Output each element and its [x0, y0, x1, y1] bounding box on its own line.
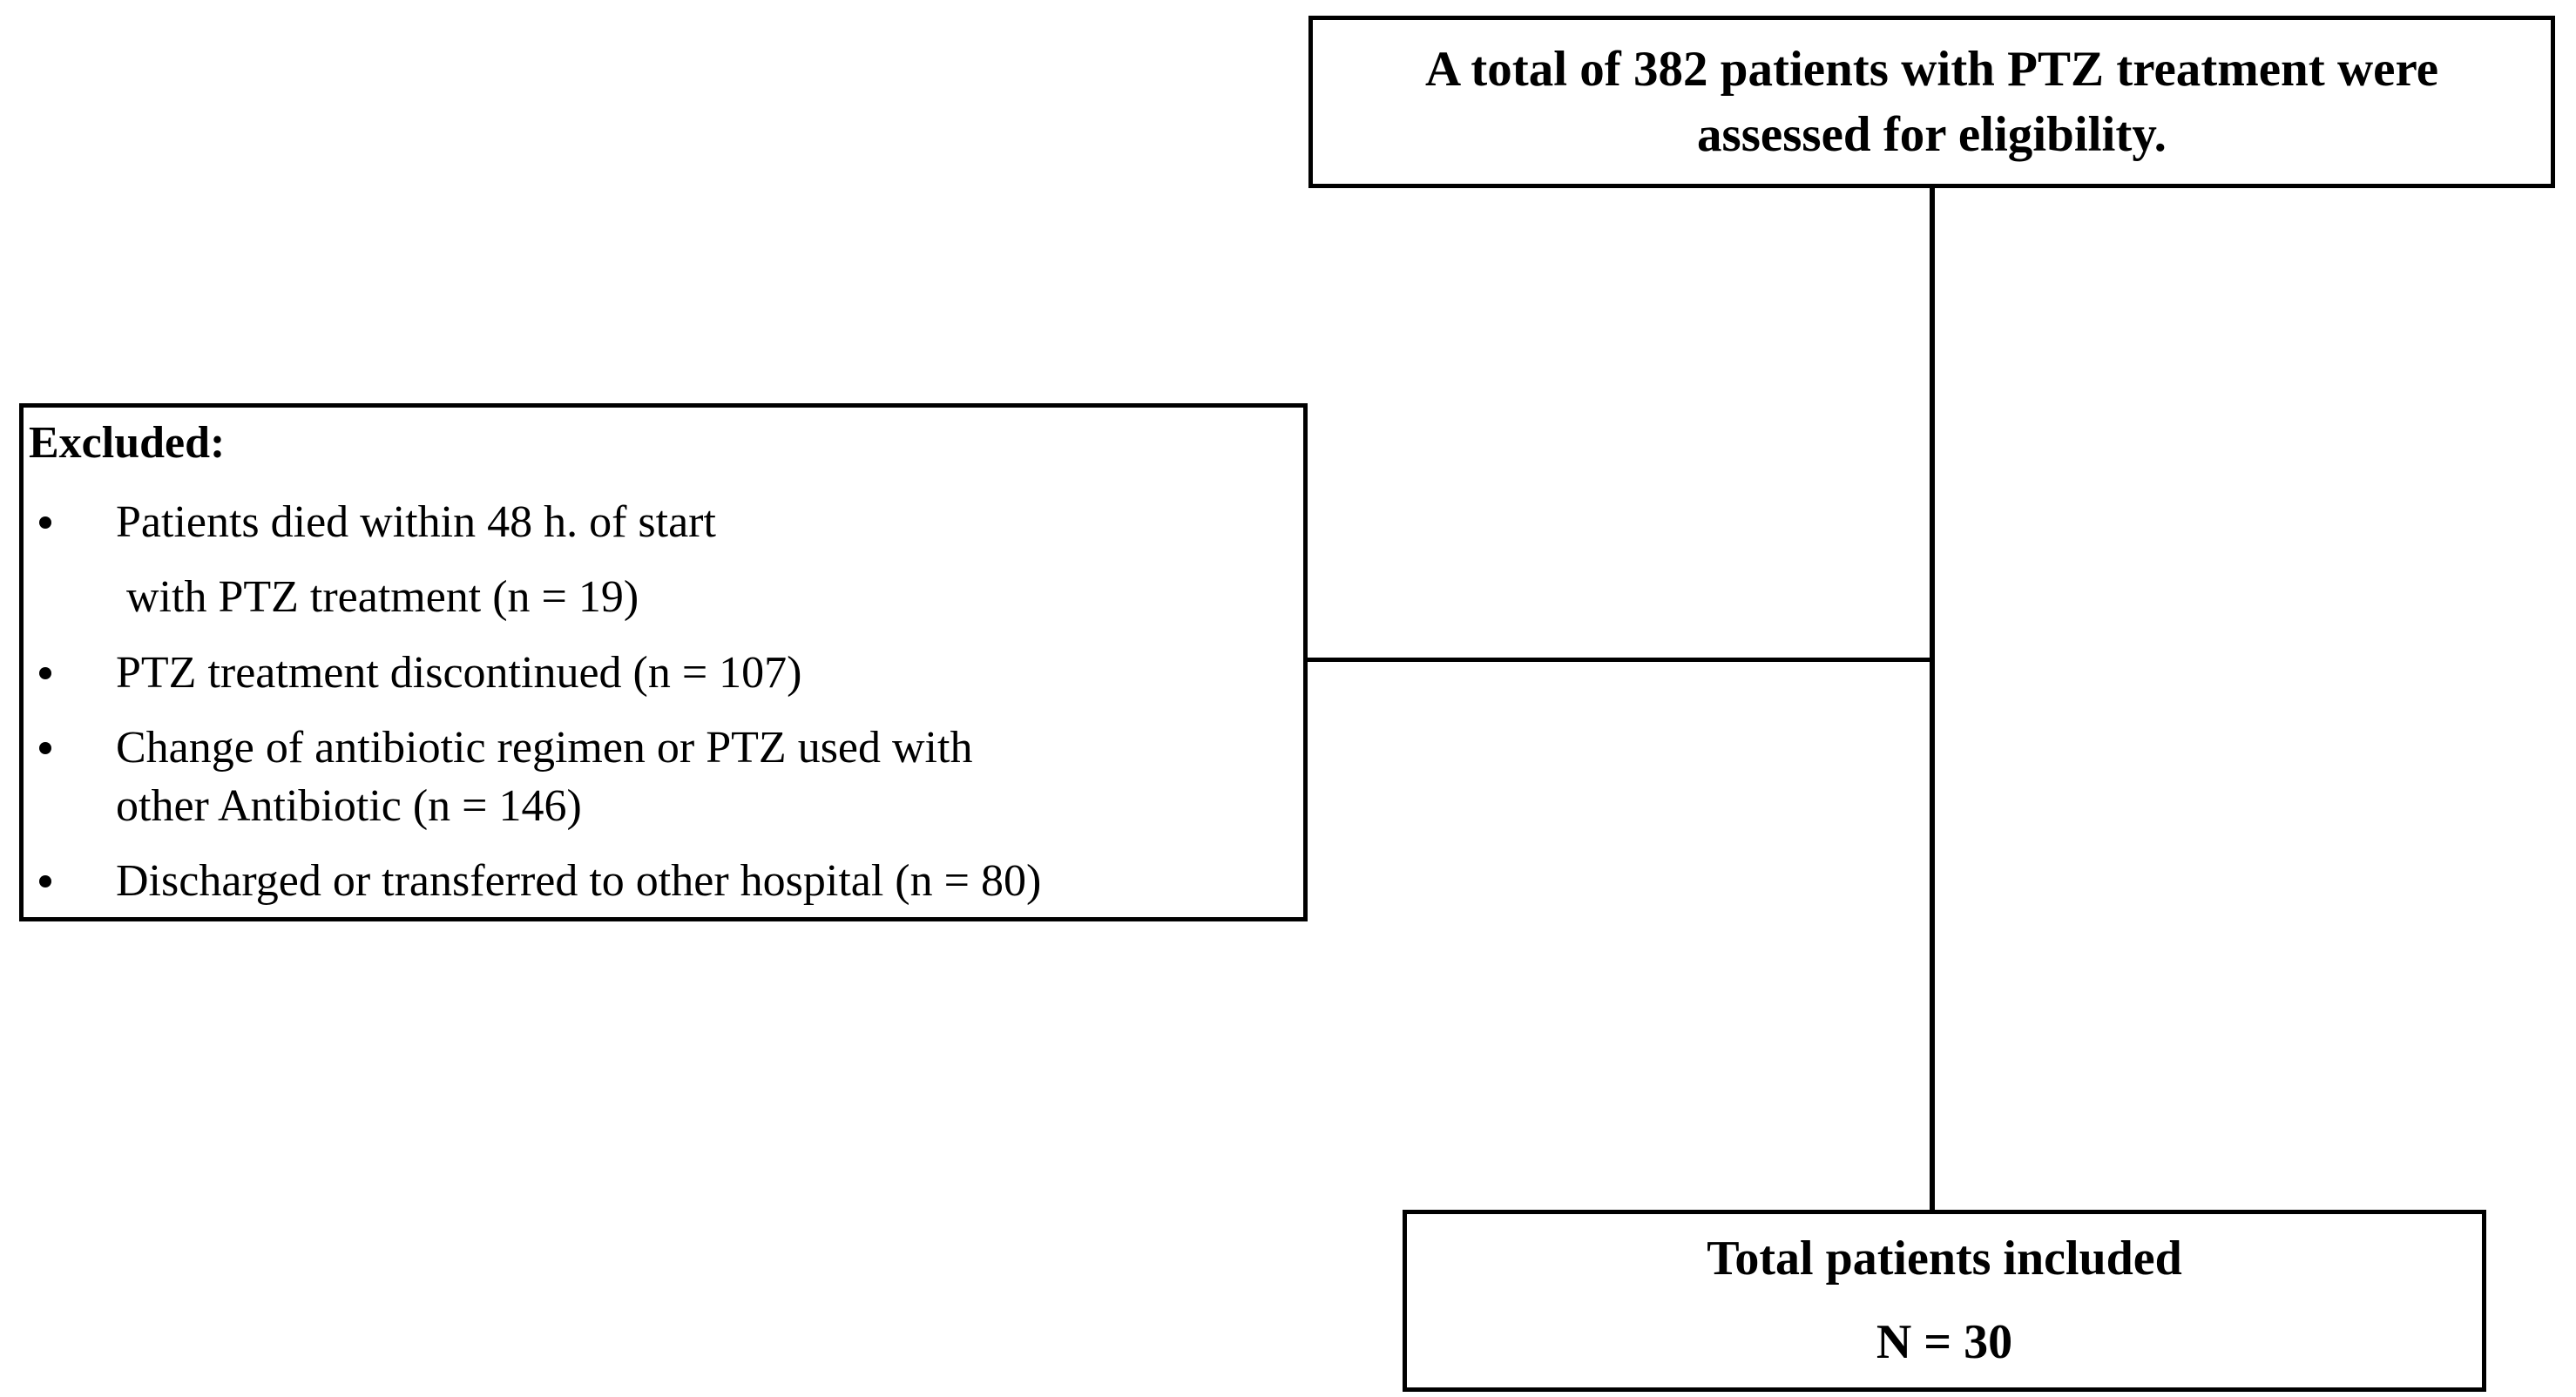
excluded-item-died: Patients died within 48 h. of start with… [29, 494, 1295, 627]
excluded-item-discharged-line-1: Discharged or transferred to other hospi… [116, 856, 1042, 907]
included-box-count: N = 30 [1876, 1314, 2013, 1369]
bullet-icon [39, 666, 51, 679]
assessed-box-line-2: assessed for eligibility. [1697, 107, 2167, 162]
excluded-item-regimen-change-line-2: other Antibiotic (n = 146) [116, 780, 582, 831]
assessed-box: A total of 382 patients with PTZ treatme… [1308, 16, 2555, 188]
excluded-item-regimen-change: Change of antibiotic regimen or PTZ used… [29, 719, 1295, 835]
bullet-icon [39, 516, 51, 529]
included-box: Total patients included N = 30 [1403, 1210, 2486, 1392]
excluded-item-died-line-2: with PTZ treatment (n = 19) [126, 572, 639, 623]
excluded-heading: Excluded: [29, 418, 226, 468]
excluded-item-discontinued: PTZ treatment discontinued (n = 107) [29, 645, 1295, 703]
assessed-box-line-1: A total of 382 patients with PTZ treatme… [1424, 41, 2439, 97]
excluded-item-discontinued-line-1: PTZ treatment discontinued (n = 107) [116, 647, 802, 698]
bullet-icon [39, 742, 51, 755]
connector-vertical-line [1930, 187, 1935, 1211]
included-box-title: Total patients included [1707, 1231, 2182, 1286]
connector-horizontal-line [1307, 658, 1935, 662]
excluded-item-regimen-change-line-1: Change of antibiotic regimen or PTZ used… [116, 723, 973, 773]
bullet-icon [39, 875, 51, 888]
excluded-item-discharged: Discharged or transferred to other hospi… [29, 853, 1295, 911]
excluded-box: Excluded: Patients died within 48 h. of … [19, 403, 1308, 921]
excluded-item-died-line-1: Patients died within 48 h. of start [116, 496, 716, 547]
